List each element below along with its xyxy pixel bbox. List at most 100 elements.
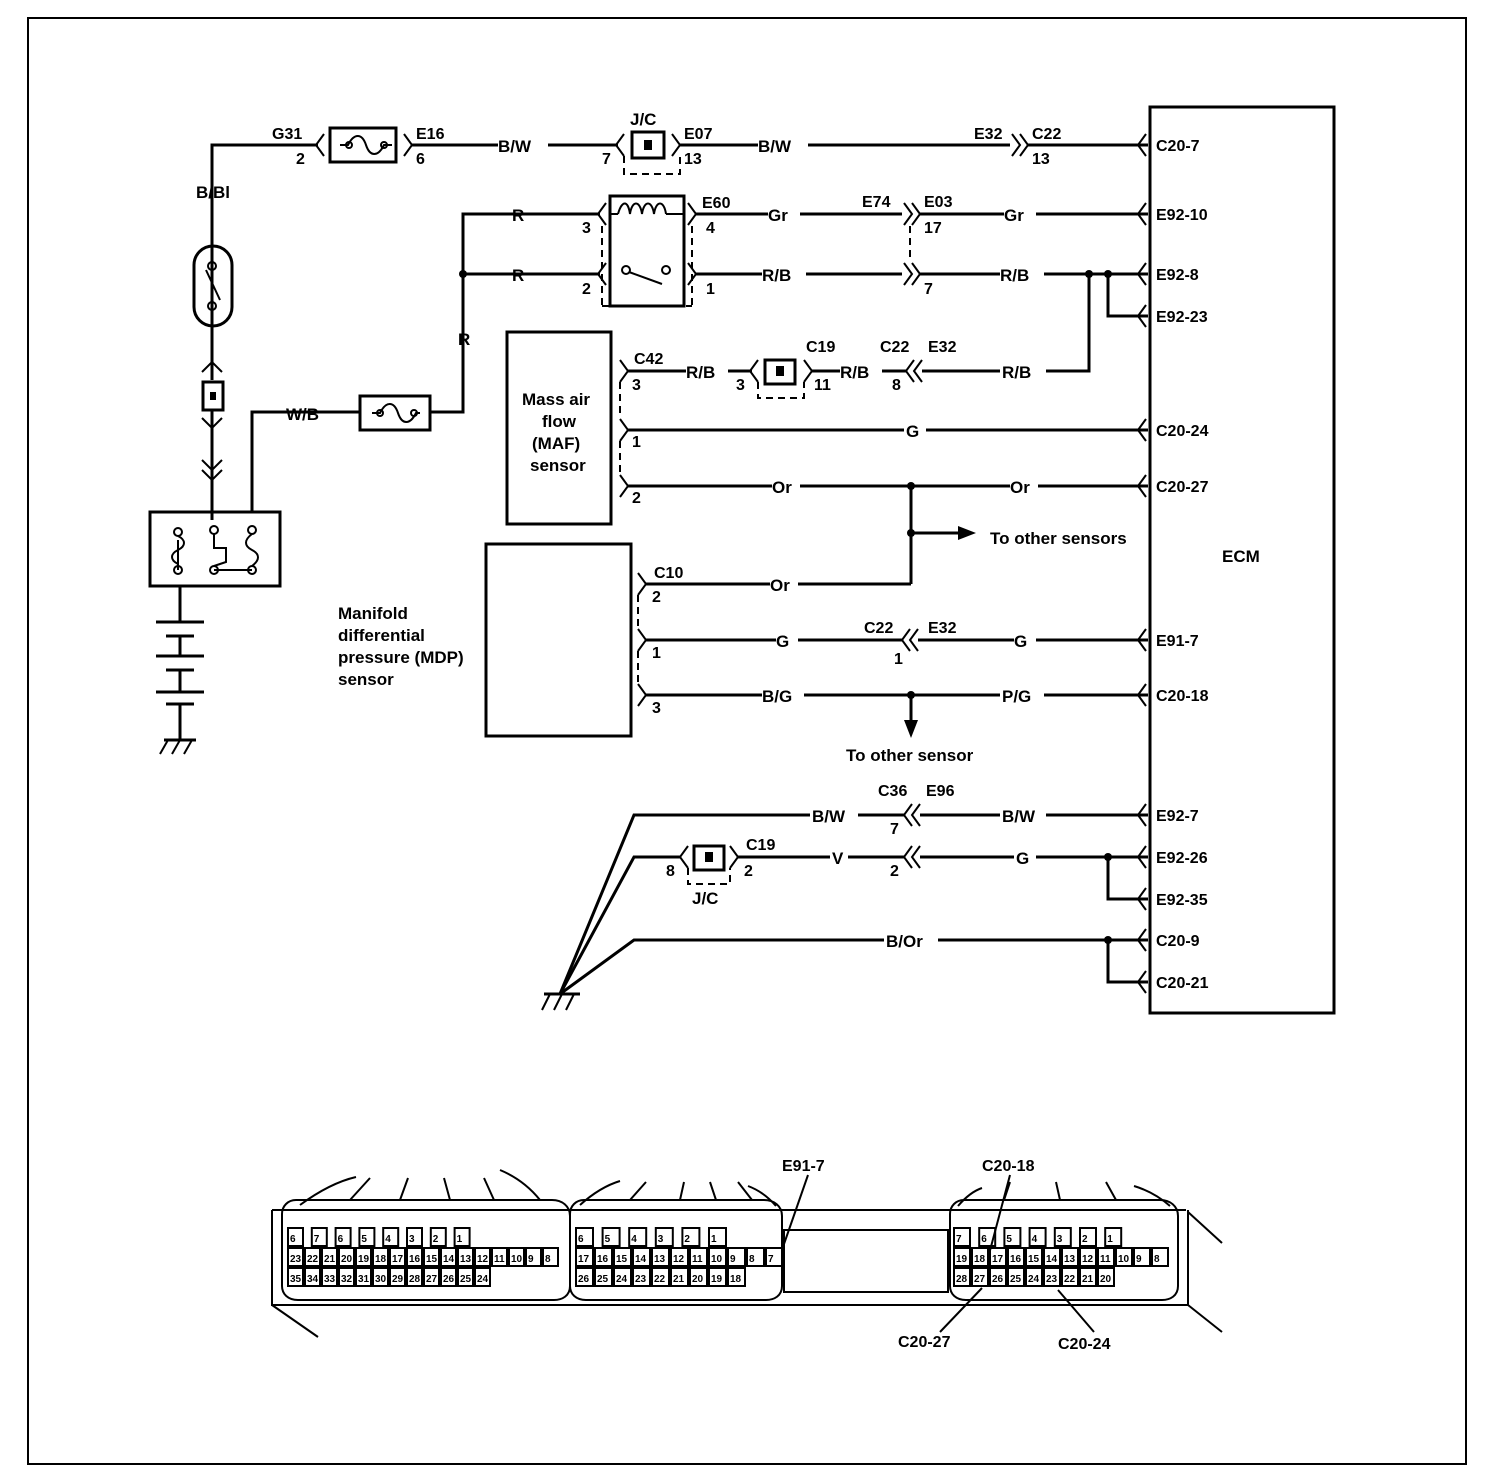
ecm-label: ECM <box>1222 547 1260 566</box>
connector-pin-number: 9 <box>1136 1254 1142 1265</box>
connector-pin-number: 3 <box>658 1234 664 1245</box>
ecm-pin-label: C20-18 <box>1156 688 1209 705</box>
wire-or1: Or <box>772 478 792 497</box>
conn-c10-1: 1 <box>652 645 661 662</box>
connector-pin-number: 18 <box>974 1254 986 1265</box>
connector-pin-cell <box>382 1227 400 1247</box>
wire-gr1: Gr <box>768 206 788 225</box>
connector-pin-cell <box>304 1247 321 1267</box>
row-c20-7: B/W J/C 7 E07 13 B/W E32 C22 13 <box>412 110 1148 175</box>
mdp-label-4: sensor <box>338 670 394 689</box>
connector-pin-number: 7 <box>956 1234 962 1245</box>
connector-pin-number: 21 <box>1082 1274 1094 1285</box>
connector-pin-cell <box>287 1247 304 1267</box>
connector-pin-cell <box>971 1267 989 1287</box>
ecm-box <box>1148 105 1336 1015</box>
connector-pin-number: 32 <box>341 1274 353 1285</box>
ecm-pin-group: C20-7E92-10E92-8E92-23C20-24C20-27E91-7C… <box>1136 133 1209 994</box>
wire-g3: G <box>1016 849 1029 868</box>
connector-pin-cell <box>304 1267 321 1287</box>
conn-c19a-11: 11 <box>814 377 831 394</box>
connector-pin-cell <box>575 1267 594 1287</box>
connector-pin-cell <box>953 1247 971 1267</box>
ecm-pin-label: C20-7 <box>1156 138 1200 155</box>
wire-rb3: R/B <box>686 363 715 382</box>
wire-bw2: B/W <box>758 137 792 156</box>
connector-pin-cell <box>708 1247 727 1267</box>
connector-pin-number: 21 <box>324 1254 336 1265</box>
connector-pin-number: 30 <box>375 1274 387 1285</box>
conn-c19a: C19 <box>806 339 835 356</box>
connector-pin-number: 14 <box>1046 1254 1058 1265</box>
connector-pin-number: 6 <box>290 1234 296 1245</box>
conn-c42-3: 3 <box>632 377 641 394</box>
connector-pin-cell <box>1097 1267 1115 1287</box>
ecm-pin-label: E92-26 <box>1156 850 1208 867</box>
ecm-pin-label: E91-7 <box>1156 633 1199 650</box>
connector-pin-cell <box>727 1247 746 1267</box>
connector-pin-number: 2 <box>433 1234 439 1245</box>
maf-label-4: sensor <box>530 456 586 475</box>
ignition-switch <box>192 244 234 328</box>
conn-e60: E60 <box>702 195 731 212</box>
connector-pin-cell <box>594 1267 613 1287</box>
connector-pin-number: 21 <box>673 1274 685 1285</box>
connector-pin-cell <box>1061 1247 1079 1267</box>
ecm-pin-label: E92-8 <box>1156 267 1199 284</box>
connector-pin-number: 1 <box>457 1234 463 1245</box>
connector-pin-number: 22 <box>1064 1274 1076 1285</box>
connector-pin-cell <box>651 1267 670 1287</box>
connector-pin-number: 2 <box>1082 1234 1088 1245</box>
connector-pin-cell <box>429 1227 447 1247</box>
connector-pin-cell <box>765 1247 784 1267</box>
wire-bw3: B/W <box>812 807 846 826</box>
connector-pin-cell <box>1079 1267 1097 1287</box>
connector-pin-cell <box>440 1247 457 1267</box>
connector-pin-number: 5 <box>605 1234 611 1245</box>
wire-bbl: B/Bl <box>196 183 230 202</box>
conn-e16-pin: 6 <box>416 151 425 168</box>
connector-pin-cell <box>338 1267 355 1287</box>
wire-or3: Or <box>770 576 790 595</box>
conn-e32a: E32 <box>974 126 1003 143</box>
ignition-circuit: G31 2 E16 6 B/Bl <box>148 126 445 755</box>
row-e92-8: R/B 7 R/B <box>696 262 1148 373</box>
connector-pin-number: 9 <box>730 1254 736 1265</box>
jc-bottom-label: J/C <box>692 889 718 908</box>
connector-pin-cell <box>632 1267 651 1287</box>
ecm-pin-label: E92-10 <box>1156 207 1208 224</box>
connector-pin-number: 4 <box>631 1234 637 1245</box>
conn-e74: E74 <box>862 194 891 211</box>
connector-pin-cell <box>594 1247 613 1267</box>
connector-pin-cell <box>978 1227 997 1247</box>
connector-pin-number: 23 <box>290 1254 302 1265</box>
ecm-pin-label: C20-27 <box>1156 479 1209 496</box>
connector-pin-number: 18 <box>730 1274 742 1285</box>
jc-top-label: J/C <box>630 110 656 129</box>
connector-pin-cell <box>632 1247 651 1267</box>
connector-pin-number: 3 <box>1057 1234 1063 1245</box>
connector-pin-number: 19 <box>711 1274 723 1285</box>
conn-c36-pin2: 2 <box>890 863 899 880</box>
connector-pin-cell <box>1151 1247 1169 1267</box>
conn-c42-1: 1 <box>632 434 641 451</box>
connector-pin-cell <box>457 1267 474 1287</box>
connector-pin-cell <box>406 1227 423 1247</box>
connector-pin-cell <box>372 1267 389 1287</box>
connector-pin-number: 4 <box>1032 1234 1038 1245</box>
connector-pin-cell <box>321 1267 338 1287</box>
connector-pin-number: 10 <box>511 1254 523 1265</box>
maf-label-3: (MAF) <box>532 434 580 453</box>
connector-pin-number: 14 <box>443 1254 455 1265</box>
callout-c20-18: C20-18 <box>982 1158 1035 1175</box>
connector-pin-cell <box>1007 1247 1025 1267</box>
conn-c22a-pin: 13 <box>1032 151 1050 168</box>
connector-pin-cell <box>708 1267 727 1287</box>
connector-pin-cell <box>1079 1247 1097 1267</box>
conn-c22b: C22 <box>880 339 909 356</box>
note-to-other-sensor: To other sensor <box>846 746 974 765</box>
connector-pin-number: 16 <box>409 1254 421 1265</box>
connector-pin-number: 15 <box>426 1254 438 1265</box>
